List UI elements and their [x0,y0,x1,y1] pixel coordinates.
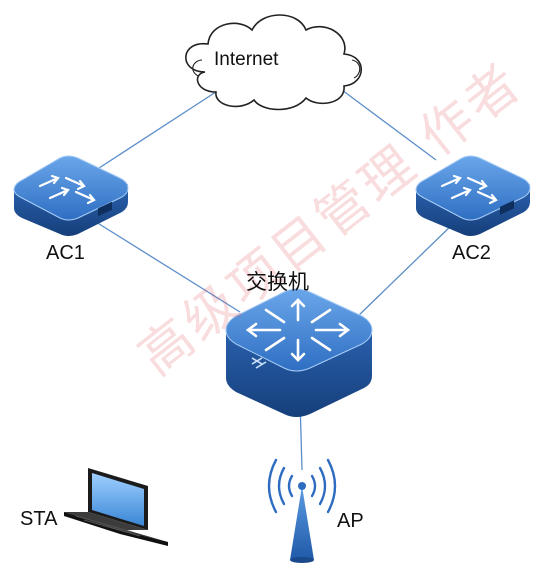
switch-label: 交换机 [246,270,309,294]
ac1-label: AC1 [46,242,85,264]
ac2-device-icon [415,155,531,236]
ac2-label: AC2 [452,242,491,264]
ac1-device-icon [13,155,129,236]
internet-label: Internet [214,49,279,70]
internet-cloud-icon [185,14,362,111]
ap-label: AP [337,510,364,532]
sta-laptop-icon [64,468,168,546]
core-switch-icon [225,288,373,417]
link-internet-ac2 [341,89,437,161]
ap-antenna-icon [267,458,337,563]
link-internet-ac1 [95,87,223,171]
switch-side-mark-icon [251,357,267,369]
link-lines [95,87,456,471]
sta-label: STA [20,508,58,530]
link-ac1-switch [95,221,241,313]
link-ac2-switch [355,221,456,319]
